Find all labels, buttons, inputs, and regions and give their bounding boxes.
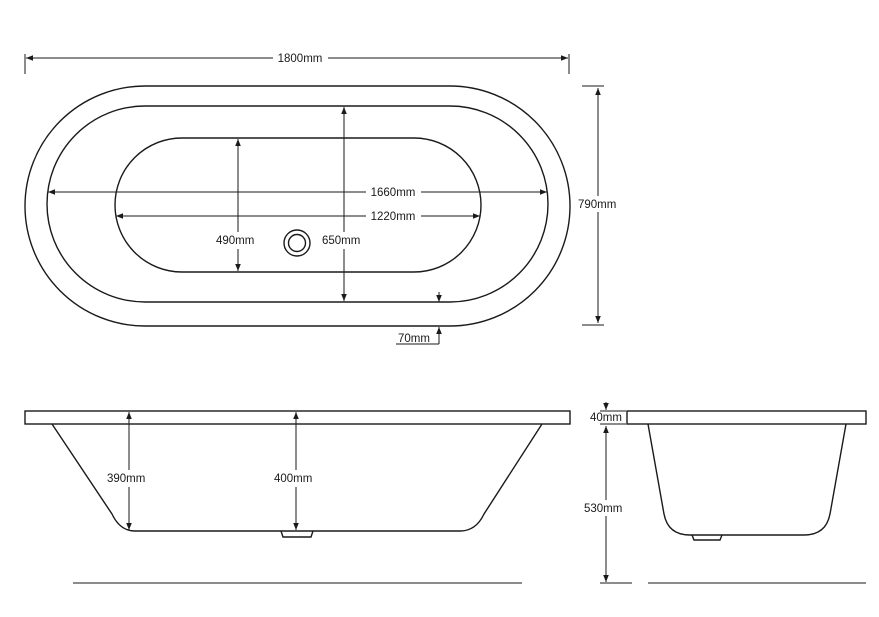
dim-1660-label: 1660mm <box>371 187 416 199</box>
dim-400-label: 400mm <box>274 473 312 485</box>
dim-1220-label: 1220mm <box>371 211 416 223</box>
end-elevation: 40mm 530mm <box>584 402 867 584</box>
end-body-outline <box>647 423 847 536</box>
waste-inner-icon <box>287 233 307 253</box>
outer-rim-outline <box>24 85 571 327</box>
end-waste <box>691 534 723 541</box>
dim-490-label: 490mm <box>216 235 254 247</box>
inner-rim-outline <box>46 105 549 303</box>
side-rim <box>24 410 571 425</box>
side-waste <box>280 530 314 538</box>
dim-530-label: 530mm <box>584 503 622 515</box>
side-elevation: 390mm 400mm <box>24 410 571 584</box>
dim-790-label: 790mm <box>578 199 616 211</box>
side-body-outline <box>51 423 543 532</box>
plan-view: 1800mm 790mm 1660mm 1220mm 490mm 650mm 7… <box>24 53 616 345</box>
end-rim <box>626 410 867 425</box>
dim-650-label: 650mm <box>322 235 360 247</box>
dim-70-label: 70mm <box>398 333 430 345</box>
base-outline <box>114 137 482 273</box>
waste-outer-icon <box>283 229 311 257</box>
dim-1800-label: 1800mm <box>278 53 323 65</box>
dim-390-label: 390mm <box>107 473 145 485</box>
dim-40-label: 40mm <box>590 412 622 424</box>
